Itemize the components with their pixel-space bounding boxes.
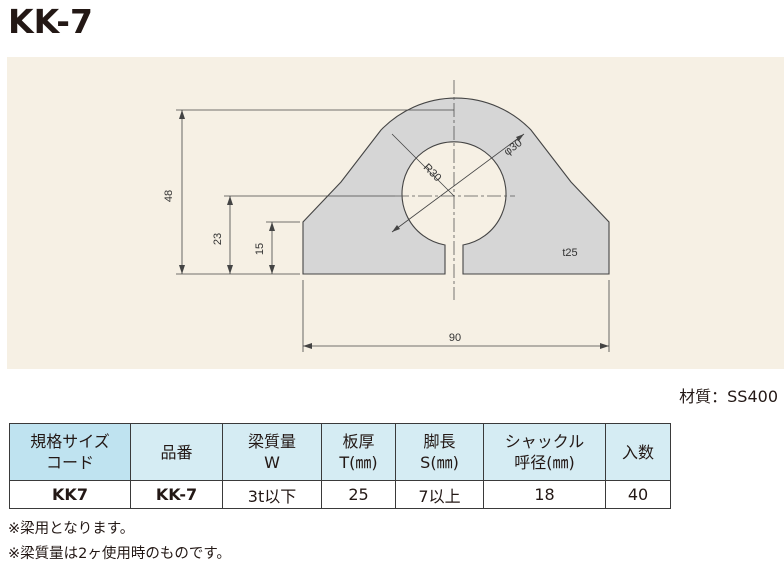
table-row: KK7 KK-7 3t以下 25 7以上 18 40 xyxy=(9,480,671,509)
cell-part-number: KK-7 xyxy=(130,480,223,509)
spec-table: 規格サイズ コード 品番 梁質量 W 板厚 T(㎜) 脚長 S(㎜) シャックル… xyxy=(9,423,671,509)
header-shackle-size: シャックル 呼径(㎜) xyxy=(483,423,606,481)
thickness-label: t25 xyxy=(562,247,577,259)
dim-90-label: 90 xyxy=(449,332,461,344)
header-beam-mass: 梁質量 W xyxy=(222,423,322,481)
cell-beam-mass: 3t以下 xyxy=(222,480,322,509)
note-beam-use: ※梁用となります。 xyxy=(8,521,135,537)
header-part-number: 品番 xyxy=(130,423,223,481)
radius-label: R30 xyxy=(421,161,444,184)
header-plate-thickness: 板厚 T(㎜) xyxy=(321,423,396,481)
technical-drawing: 48 23 15 90 R30 φ30 t25 xyxy=(7,57,784,369)
cell-quantity: 40 xyxy=(605,480,671,509)
cell-leg-length: 7以上 xyxy=(395,480,484,509)
header-leg-length: 脚長 S(㎜) xyxy=(395,423,484,481)
cell-shackle-size: 18 xyxy=(483,480,606,509)
part-shape xyxy=(302,97,610,275)
dim-15-label: 15 xyxy=(254,243,266,255)
header-size-code: 規格サイズ コード xyxy=(9,423,131,481)
page-title: KK-7 xyxy=(8,2,93,41)
note-beam-mass: ※梁質量は2ヶ使用時のものです。 xyxy=(8,546,231,562)
dim-48-label: 48 xyxy=(163,190,175,202)
header-quantity: 入数 xyxy=(605,423,671,481)
cell-size-code: KK7 xyxy=(9,480,131,509)
material-label: 材質：SS400 xyxy=(679,387,778,406)
dim-23-label: 23 xyxy=(212,233,224,245)
cell-plate-thickness: 25 xyxy=(321,480,396,509)
table-header-row: 規格サイズ コード 品番 梁質量 W 板厚 T(㎜) 脚長 S(㎜) シャックル… xyxy=(9,423,671,481)
